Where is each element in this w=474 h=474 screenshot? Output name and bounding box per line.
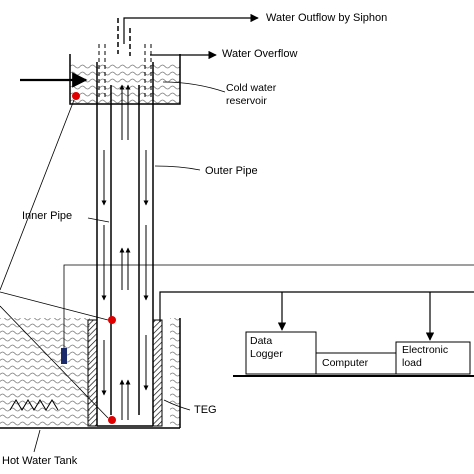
outer-pipe-label: Outer Pipe — [205, 165, 258, 177]
probe-cable — [63, 264, 474, 350]
outer-pipe — [96, 62, 154, 427]
inner-pipe — [110, 85, 140, 415]
cold-reservoir-leader — [162, 81, 226, 93]
teg-wire — [159, 291, 474, 322]
temperature-sensor-mid — [108, 316, 116, 324]
temperature-sensor-cold — [72, 92, 80, 100]
hot-water-tank — [0, 318, 181, 429]
data-logger-box — [245, 331, 317, 375]
siphon-outflow-label: Water Outflow by Siphon — [266, 12, 388, 24]
sensor-cold-leader — [0, 99, 75, 291]
hot-tank-leader — [33, 429, 41, 453]
outer-pipe-leader — [154, 165, 201, 171]
heater-coil — [9, 399, 59, 411]
electronic-load-label-line1: Electronic — [402, 344, 449, 356]
water-overflow-label: Water Overflow — [222, 48, 298, 60]
flow-arrows — [101, 84, 149, 420]
sensor-low-leader — [0, 305, 109, 419]
teg-leader — [163, 399, 191, 411]
electronic-load-label-line2: load — [402, 357, 422, 369]
cold-water-reservoir — [69, 54, 181, 105]
teg-left-block — [87, 319, 98, 427]
data-logger-label-line2: Logger — [250, 348, 283, 360]
electronic-load-box — [395, 341, 471, 375]
hot-water-tank-label: Hot Water Tank — [2, 455, 78, 467]
teg-label: TEG — [194, 404, 217, 416]
computer-label: Computer — [322, 357, 369, 369]
siphon-outflow-arrow — [123, 13, 259, 44]
sensor-mid-leader — [0, 291, 109, 321]
cold-water-label-line1: Cold water — [226, 82, 277, 94]
teg-right-block — [152, 319, 163, 427]
data-logger-label-line1: Data — [250, 335, 273, 347]
inner-pipe-label: Inner Pipe — [22, 210, 73, 222]
hot-tank-probe — [61, 348, 67, 364]
inner-pipe-leader — [87, 217, 110, 223]
temperature-sensor-low — [108, 416, 116, 424]
cold-water-label-line2: reservoir — [226, 95, 267, 107]
